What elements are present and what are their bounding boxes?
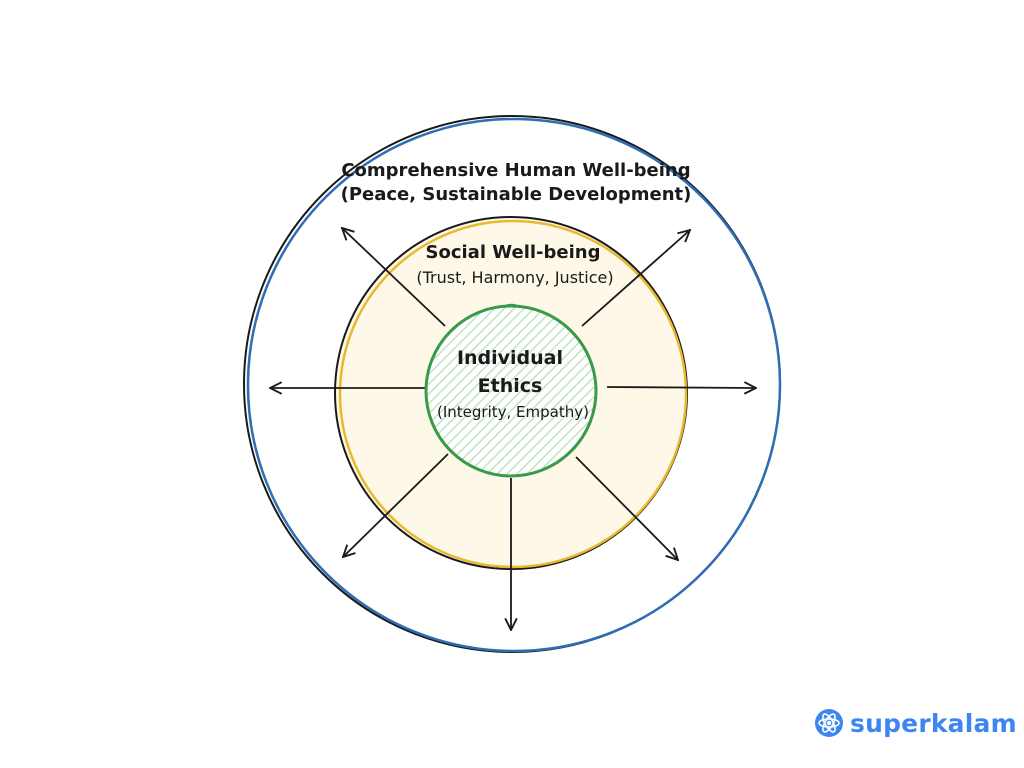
arrow-up-right (581, 230, 690, 327)
atom-logo-icon (815, 709, 843, 737)
core-circle (424, 303, 598, 478)
arrow-down-left (343, 453, 449, 557)
core-title-line2: Ethics (478, 375, 543, 397)
middle-ring-subtitle: (Trust, Harmony, Justice) (416, 268, 613, 287)
arrow-up-left (342, 228, 446, 327)
middle-ring-title: Social Well-being (426, 242, 601, 263)
arrow-down-right (575, 456, 678, 560)
outer-ring (243, 115, 782, 653)
core-subtitle: (Integrity, Empathy) (437, 403, 589, 421)
outer-ring-subtitle: (Peace, Sustainable Development) (341, 184, 692, 205)
arrow-right (606, 387, 756, 388)
radiating-arrows (270, 228, 756, 630)
core-title-line1: Individual (457, 347, 563, 369)
outer-ring-title: Comprehensive Human Well-being (341, 160, 690, 181)
brand-name: superkalam (850, 708, 1017, 738)
brand-logo: superkalam (814, 708, 1017, 738)
